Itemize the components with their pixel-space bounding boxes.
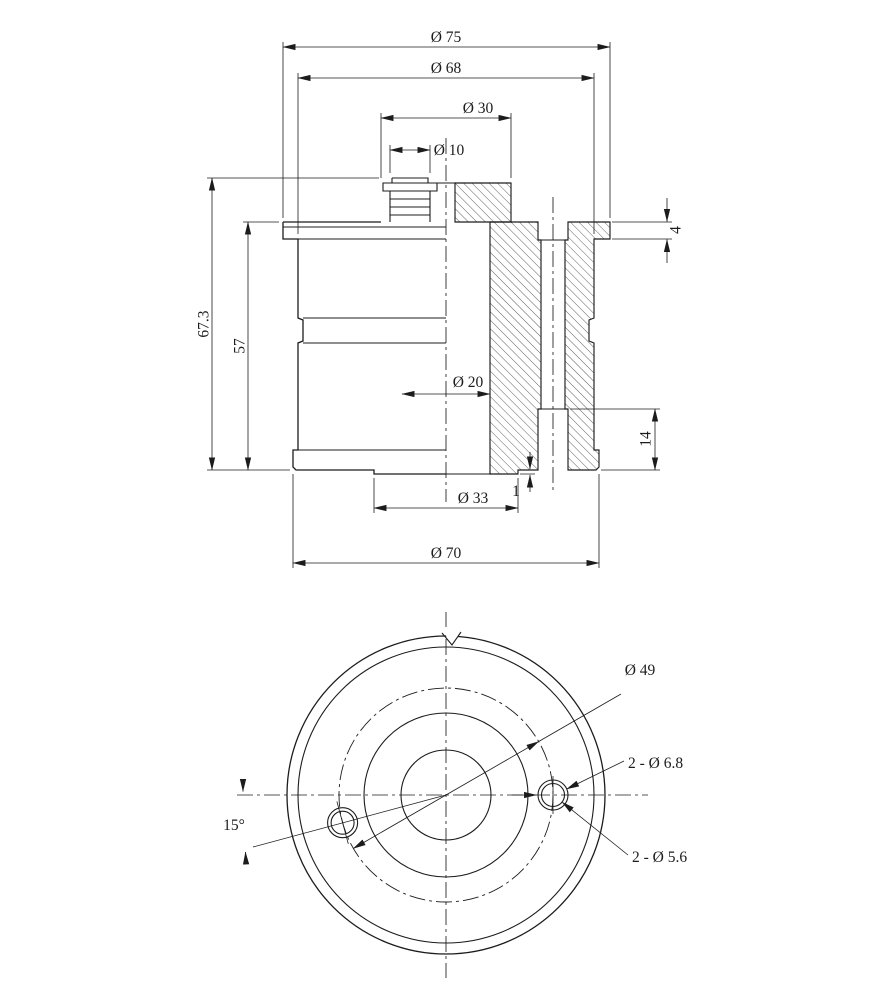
rim-notch-mask — [441, 627, 463, 646]
angle-radial-line — [252, 794, 447, 848]
dim-label-dia75: Ø 75 — [431, 29, 462, 46]
part-surface-edges — [283, 226, 446, 451]
section-internal-edges — [446, 221, 568, 475]
angle-arrow-bottom — [242, 851, 250, 865]
leader-holes-cbore — [566, 760, 625, 790]
dim-label-step-4: 4 — [668, 226, 685, 234]
dim-label-depth-14: 14 — [638, 431, 655, 447]
section-view: Ø 75 Ø 68 Ø 30 Ø 10 67.3 57 4 Ø 20 14 Ø … — [196, 29, 685, 568]
bottom-view: Ø 49 2 - Ø 6.8 2 - Ø 5.6 15° — [223, 612, 687, 978]
body-diameter-circle — [297, 646, 595, 944]
bottom-view-centerlines — [237, 612, 648, 978]
bolt-hole-ll-through-circle — [330, 810, 355, 835]
dim-label-lip-1: 1 — [512, 483, 520, 500]
bolt-hole-ll-cbore-circle — [327, 807, 359, 839]
dim-label-dia33: Ø 33 — [458, 490, 489, 507]
bolt-circle-dim-upper — [445, 741, 540, 796]
part-silhouette-left — [282, 221, 446, 475]
dim-label-dia68: Ø 68 — [431, 60, 462, 77]
outer-diameter-circle — [286, 635, 606, 955]
rim-notch — [441, 631, 462, 646]
extension-lines — [207, 42, 672, 568]
hatch-body-section-left — [489, 221, 542, 475]
dim-label-holes-cbore: 2 - Ø 6.8 — [628, 755, 683, 772]
dim-label-holes-through: 2 - Ø 5.6 — [632, 849, 687, 866]
bolt-hole-lower-left — [327, 801, 359, 845]
dim-label-dia20: Ø 20 — [453, 374, 484, 391]
leader-holes-through — [561, 801, 629, 856]
dim-label-bolt-circle: Ø 49 — [625, 662, 656, 679]
dim-label-dia30: Ø 30 — [463, 100, 494, 117]
dim-label-dia10: Ø 10 — [434, 142, 465, 159]
bolt-circle-dim-extension — [538, 693, 622, 742]
dim-label-height-673: 67.3 — [196, 310, 213, 337]
hatch-boss-section — [454, 182, 512, 223]
dim-label-height-57: 57 — [232, 338, 249, 354]
center-bore-circle — [400, 749, 492, 841]
dim-label-dia70: Ø 70 — [431, 545, 462, 562]
top-stub-outline — [382, 177, 511, 222]
hatch-body-section-right — [564, 221, 611, 471]
dim-label-angle: 15° — [223, 817, 245, 834]
bolt-hole-right — [537, 776, 569, 814]
bolt-circle-dim-lower — [352, 794, 447, 849]
